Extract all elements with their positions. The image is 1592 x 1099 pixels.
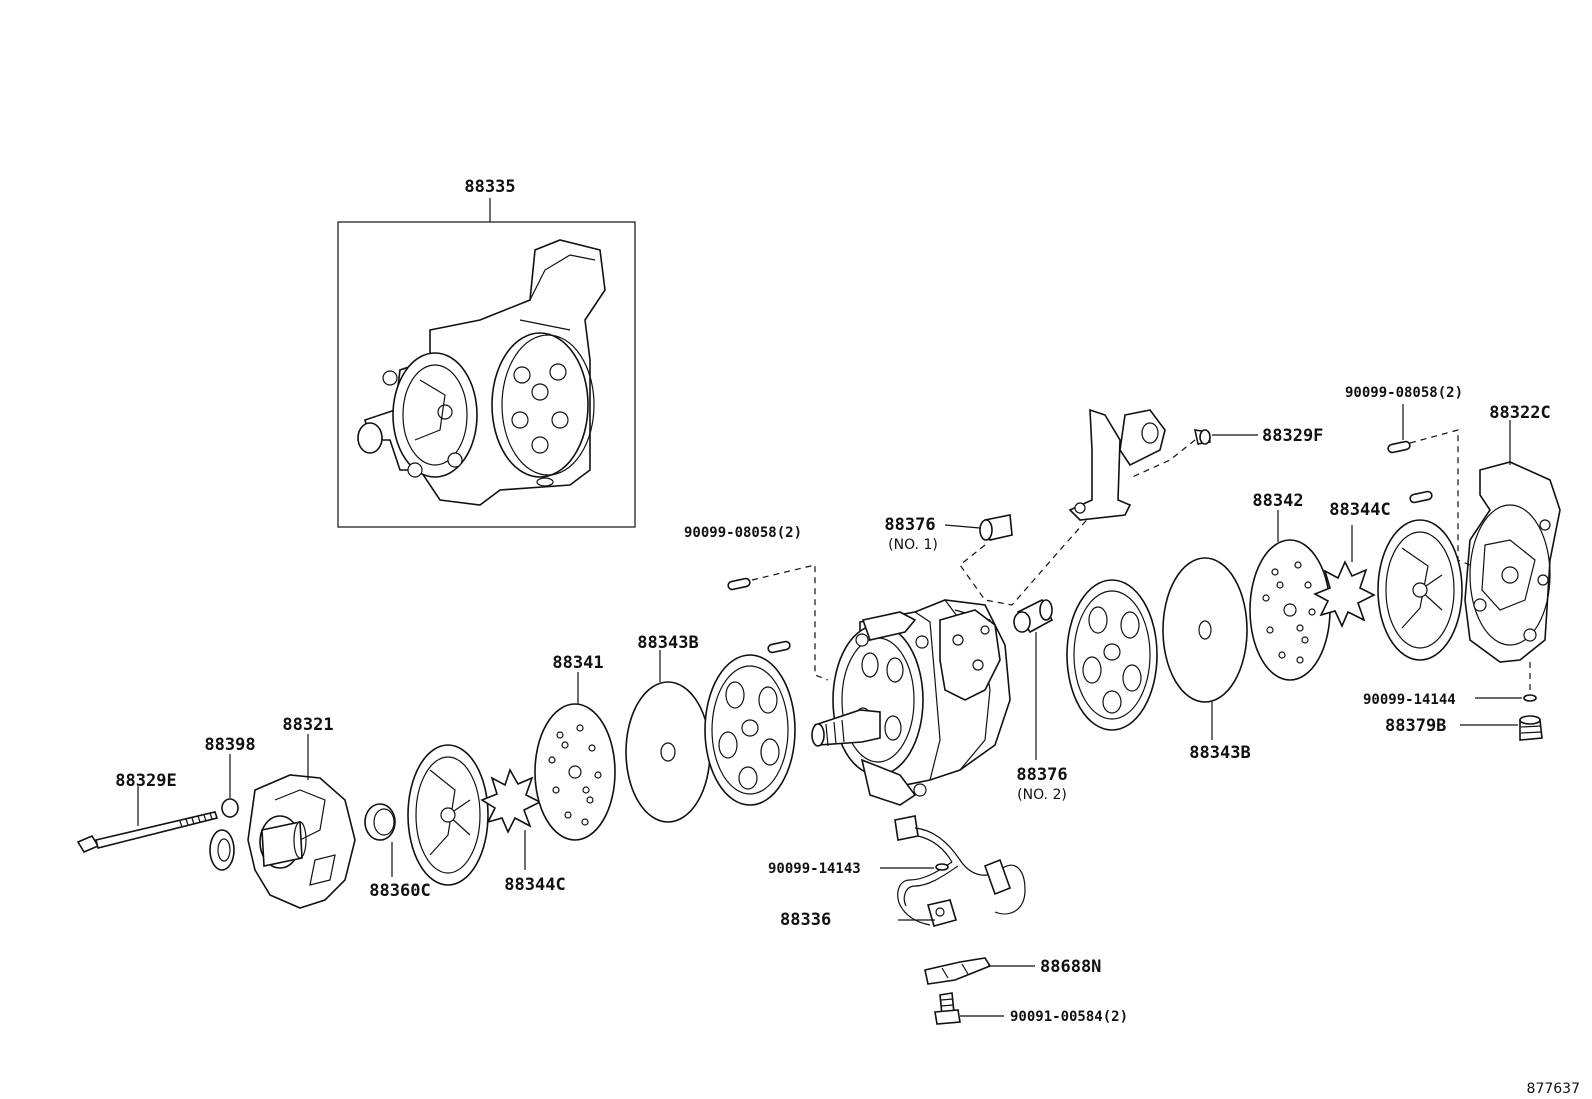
dowel-pin-right-mid[interactable] — [1409, 490, 1433, 504]
label-90091-00584: 90091-00584(2) — [1010, 1009, 1128, 1025]
label-88343B-right: 88343B — [1189, 743, 1250, 763]
rear-valve-plate[interactable] — [1377, 519, 1463, 661]
star-washer-88344C-left[interactable] — [480, 768, 542, 834]
label-88341: 88341 — [552, 653, 603, 673]
o-ring-90099-14143[interactable] — [935, 863, 949, 871]
seal-ring[interactable] — [209, 829, 235, 871]
label-88376-no1: 88376 — [884, 515, 935, 535]
label-88329E: 88329E — [115, 771, 176, 791]
dowel-pin-mid[interactable] — [767, 640, 791, 654]
label-88343B-left: 88343B — [637, 633, 698, 653]
gasket-88343B-left[interactable] — [625, 681, 711, 823]
compressor-assembly-inset[interactable] — [337, 198, 636, 528]
label-88360C: 88360C — [369, 881, 430, 901]
label-88321: 88321 — [282, 715, 333, 735]
wire-harness-88336[interactable] — [894, 815, 1026, 927]
label-90099-14144: 90099-14144 — [1363, 692, 1456, 708]
cylinder-plate-right[interactable] — [1066, 579, 1158, 731]
rear-head-88322C[interactable] — [1464, 461, 1561, 663]
star-washer-88344C-right[interactable] — [1313, 560, 1376, 628]
label-88336: 88336 — [780, 910, 831, 930]
label-88376-no1-sub: (NO. 1) — [888, 537, 938, 553]
through-bolt-88329E[interactable] — [76, 811, 219, 854]
plug-88379B[interactable] — [1519, 715, 1543, 741]
gasket-88343B-right[interactable] — [1162, 557, 1248, 703]
dowel-pin-left[interactable] — [727, 577, 751, 591]
pressure-plate-88321[interactable] — [247, 774, 356, 909]
perforated-disc-88341[interactable] — [534, 703, 616, 841]
label-90099-08058-right: 90099-08058(2) — [1345, 385, 1463, 401]
front-valve-plate[interactable] — [407, 744, 489, 886]
label-88344C-right: 88344C — [1329, 500, 1390, 520]
cylinder-plate-left[interactable] — [704, 654, 796, 806]
valve-88376-no1[interactable] — [979, 514, 1013, 541]
screw-88329F[interactable] — [1193, 429, 1211, 445]
label-90099-14143: 90099-14143 — [768, 861, 861, 877]
perforated-disc-88342[interactable] — [1249, 539, 1331, 681]
label-88376-no2: 88376 — [1016, 765, 1067, 785]
o-ring-90099-14144[interactable] — [1523, 694, 1537, 702]
label-88688N: 88688N — [1040, 957, 1101, 977]
mounting-bracket[interactable] — [1068, 408, 1166, 521]
diagram-ref-number: 877637 — [1527, 1081, 1580, 1097]
bushing-88360C[interactable] — [364, 803, 396, 841]
bolt-90091-00584[interactable] — [934, 992, 961, 1025]
label-88329F: 88329F — [1262, 426, 1323, 446]
label-88398: 88398 — [204, 735, 255, 755]
clamp-88688N[interactable] — [924, 957, 992, 985]
label-88376-no2-sub: (NO. 2) — [1017, 787, 1067, 803]
label-88322C: 88322C — [1489, 403, 1550, 423]
label-88379B: 88379B — [1385, 716, 1446, 736]
washer-88398[interactable] — [221, 798, 239, 818]
dowel-pin-right-top[interactable] — [1387, 440, 1411, 454]
compressor-body[interactable] — [811, 599, 1011, 806]
label-88344C-left: 88344C — [504, 875, 565, 895]
label-90099-08058-left: 90099-08058(2) — [684, 525, 802, 541]
valve-88376-no2[interactable] — [1013, 598, 1054, 634]
label-88342: 88342 — [1252, 491, 1303, 511]
label-88335: 88335 — [464, 177, 515, 197]
